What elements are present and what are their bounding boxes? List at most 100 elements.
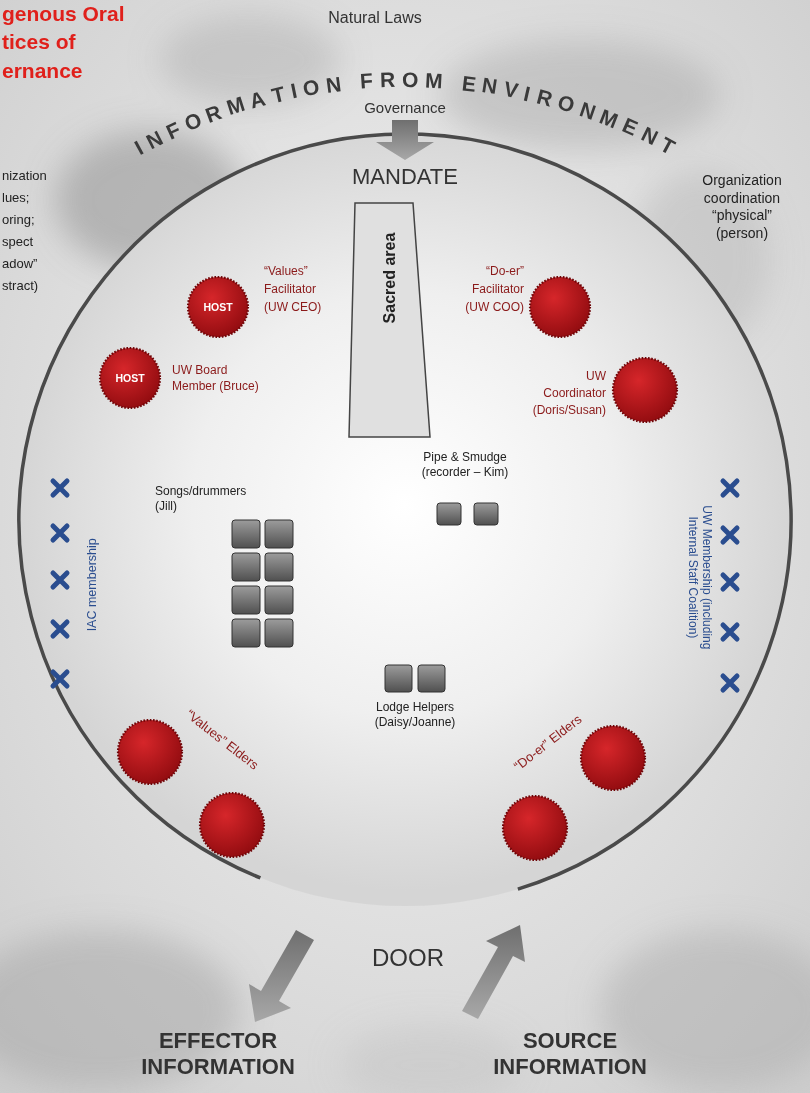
arc-letter: M [596, 104, 621, 133]
seat-square [232, 520, 260, 548]
seat-group: Lodge Helpers (Daisy/Joanne) [360, 660, 472, 740]
seat-square [265, 586, 293, 614]
seat-circle [100, 348, 160, 408]
member-mark [723, 676, 737, 690]
elder-seats-shape [112, 705, 270, 860]
arc-letter: O [402, 68, 419, 92]
role-label: Songs/drummers (Jill) [155, 484, 255, 514]
side-note: nization lues; oring; spect adow” stract… [2, 165, 58, 298]
arc-letter: O [181, 108, 205, 137]
membership-label: UW Membership (including Internal Staff … [685, 494, 714, 659]
role-label: UW Board Member (Bruce) [172, 362, 264, 394]
source-arrow [462, 925, 525, 1019]
seat-circle [200, 793, 264, 857]
seat-square [265, 619, 293, 647]
arc-letter: R [380, 68, 396, 93]
mandate-arrow [376, 120, 434, 160]
member-mark [53, 481, 67, 495]
arc-letter: F [162, 117, 184, 144]
member-mark [723, 575, 737, 589]
elders-label: “Do-er” Elders [500, 703, 597, 784]
seat-circle [188, 277, 248, 337]
seat-square [418, 665, 445, 692]
role-label: “Values” Facilitator (UW CEO) [264, 262, 340, 316]
sacred-area-label: Sacred area [380, 178, 400, 378]
seat-square [232, 586, 260, 614]
arc-letter: M [424, 68, 443, 93]
seat-square [265, 553, 293, 581]
arc-letter: F [360, 69, 374, 94]
host-label: HOST [190, 301, 246, 314]
member-mark [53, 672, 67, 686]
role-label: “Do-er” Facilitator (UW COO) [448, 262, 524, 316]
circle-outline [19, 134, 791, 889]
flower-blur [440, 40, 720, 150]
member-mark [723, 625, 737, 639]
top-label: Natural Laws [300, 8, 450, 28]
elder-seats: “Values” Elders [112, 705, 270, 860]
arc-letter: E [619, 114, 642, 142]
arc-letter: R [534, 84, 555, 111]
seat-circle [118, 720, 182, 784]
arc-letter: R [203, 100, 226, 128]
arc-letter: O [301, 75, 321, 102]
role-label: Lodge Helpers (Daisy/Joanne) [360, 700, 470, 730]
seat-group: Songs/drummers (Jill) [150, 482, 298, 652]
mandate-label: MANDATE [320, 163, 490, 191]
host-seat: HOST “Values” Facilitator (UW CEO) [186, 256, 361, 350]
host-label: HOST [102, 372, 158, 385]
lodge-circle: MANDATEDOORSacred areaHOST“Values” Facil… [18, 133, 792, 907]
arc-letter: T [656, 132, 679, 159]
arc-letter: V [502, 77, 520, 103]
effector-arrow [249, 930, 314, 1022]
arc-letter: N [481, 73, 500, 99]
seat: “Do-er” Facilitator (UW COO) [440, 256, 595, 350]
membership-label: IAC membership [85, 515, 101, 655]
seat-square [232, 553, 260, 581]
arc-letter [448, 70, 456, 95]
seat-square [437, 503, 461, 525]
seat: UW Coordinator (Doris/Susan) [520, 355, 680, 440]
arc-letter: M [224, 92, 248, 120]
arc-letter: E [460, 71, 477, 97]
arc-letter: N [325, 72, 343, 98]
arc-letter: N [576, 97, 598, 125]
host-seat: HOST UW Board Member (Bruce) [98, 346, 268, 412]
flower-blur [340, 1025, 520, 1093]
member-mark [53, 526, 67, 540]
governance-label: Governance [340, 99, 470, 118]
member-mark [723, 481, 737, 495]
elders-label: “Values” Elders [174, 700, 271, 781]
seat-square [265, 520, 293, 548]
member-mark [723, 528, 737, 542]
member-mark [53, 573, 67, 587]
seat-circle [581, 726, 645, 790]
blurred-flowers [0, 15, 810, 1093]
title: genous Oral tices of ernance [2, 0, 142, 85]
seat-group: Pipe & Smudge (recorder – Kim) [405, 444, 525, 530]
seat-circle [530, 277, 590, 337]
seat-square [232, 619, 260, 647]
flow-label: EFFECTOR INFORMATION [118, 1028, 318, 1081]
arc-letter: N [142, 125, 166, 153]
sacred-area: Sacred area [346, 200, 434, 440]
elder-seats: “Do-er” Elders [495, 705, 650, 865]
arc-letter: A [247, 86, 268, 113]
seat-circle [503, 796, 567, 860]
arc-letter: T [269, 81, 287, 107]
arc-letter: I [288, 79, 299, 104]
side-note: Organization coordination “physical” (pe… [689, 172, 795, 242]
member-column: UW Membership (including Internal Staff … [672, 468, 752, 698]
arc-letter [347, 70, 355, 95]
arc-letter: N [637, 122, 661, 150]
seat-square [385, 665, 412, 692]
flow-label: SOURCE INFORMATION [470, 1028, 670, 1081]
role-label: UW Coordinator (Doris/Susan) [524, 368, 606, 418]
member-column: IAC membership [42, 468, 112, 698]
seat-square [474, 503, 498, 525]
arc-letter: I [522, 81, 533, 106]
member-mark [53, 622, 67, 636]
arc-letter: O [555, 90, 578, 118]
